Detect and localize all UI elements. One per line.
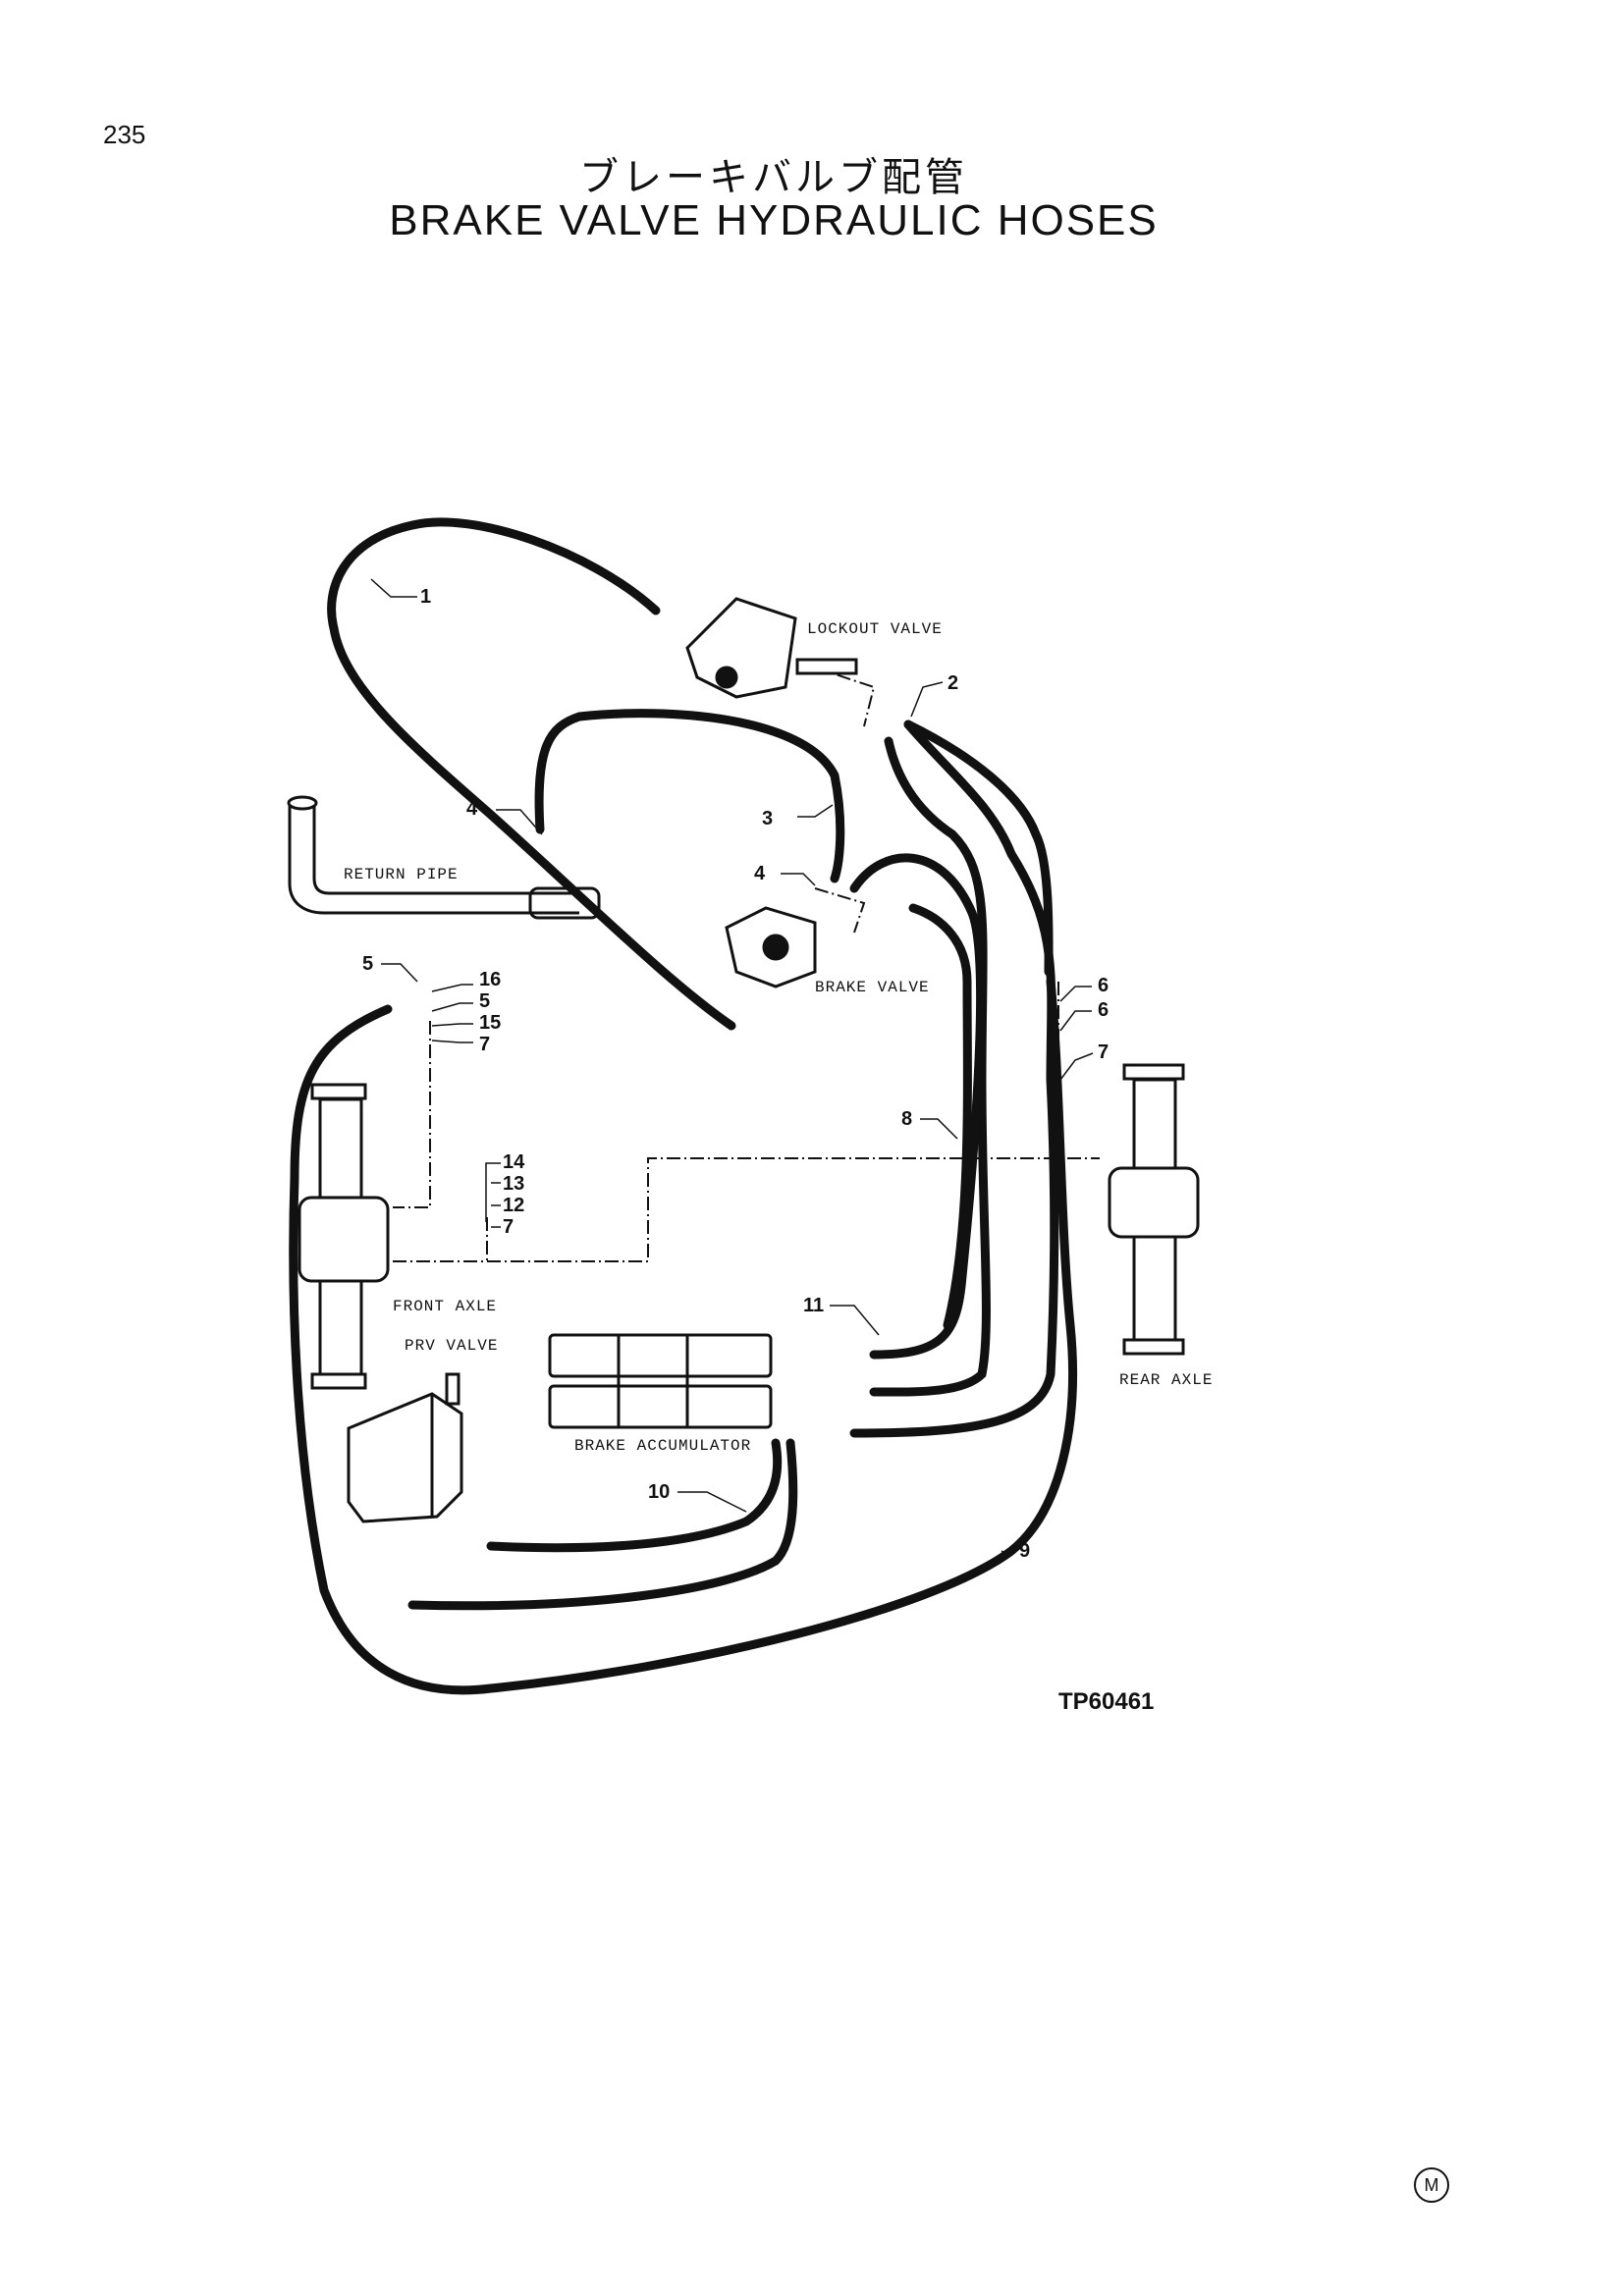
callout-8: 8 bbox=[901, 1108, 912, 1130]
callout-7-upper: 7 bbox=[479, 1034, 490, 1055]
callout-15: 15 bbox=[479, 1012, 501, 1034]
lockout-valve bbox=[685, 597, 858, 699]
callout-1: 1 bbox=[420, 586, 431, 608]
callout-5-right: 5 bbox=[479, 990, 490, 1012]
lockout-valve-label: LOCKOUT VALVE bbox=[807, 620, 943, 638]
callout-6-upper: 6 bbox=[1098, 975, 1109, 996]
line-lockout-branch bbox=[814, 667, 876, 727]
prv-valve-label: PRV VALVE bbox=[405, 1337, 498, 1355]
page-number: 235 bbox=[103, 120, 146, 149]
callout-11: 11 bbox=[803, 1295, 824, 1316]
line-brake-valve-branch bbox=[814, 887, 866, 934]
line-drain-front bbox=[393, 1021, 431, 1208]
hose-2-c bbox=[903, 720, 1054, 977]
callout-3: 3 bbox=[762, 808, 773, 829]
front-axle-label: FRONT AXLE bbox=[393, 1298, 497, 1315]
hose-8 bbox=[849, 853, 986, 1360]
brake-valve bbox=[725, 906, 817, 988]
brake-valve-label: BRAKE VALVE bbox=[815, 979, 930, 996]
callout-7-rear: 7 bbox=[1098, 1041, 1109, 1063]
title-english: BRAKE VALVE HYDRAULIC HOSES bbox=[389, 196, 1159, 244]
brake-accumulator bbox=[548, 1333, 773, 1429]
reference-code: TP60461 bbox=[1058, 1688, 1155, 1715]
prv-valve bbox=[347, 1372, 463, 1523]
callout-14: 14 bbox=[503, 1151, 525, 1173]
callout-12: 12 bbox=[503, 1195, 524, 1216]
callout-7-lower: 7 bbox=[503, 1216, 514, 1238]
rear-axle bbox=[1108, 1063, 1200, 1356]
front-axle bbox=[298, 1083, 390, 1390]
callout-10: 10 bbox=[648, 1481, 670, 1503]
callout-13: 13 bbox=[503, 1173, 524, 1195]
callout-2: 2 bbox=[947, 672, 958, 694]
hose-3 bbox=[534, 709, 845, 883]
hose-1 bbox=[327, 517, 736, 1031]
hose-2-a bbox=[849, 720, 1059, 1438]
hose-9 bbox=[289, 977, 1077, 1695]
callout-16: 16 bbox=[479, 969, 501, 990]
return-pipe-label: RETURN PIPE bbox=[344, 866, 459, 883]
rear-axle-label: REAR AXLE bbox=[1119, 1371, 1213, 1389]
callout-5-left: 5 bbox=[362, 953, 373, 975]
callout-9: 9 bbox=[1019, 1540, 1030, 1562]
title-japanese: ブレーキバルブ配管 bbox=[579, 155, 968, 200]
callout-4-lower: 4 bbox=[754, 863, 766, 884]
callout-4-upper: 4 bbox=[466, 798, 478, 820]
callout-6-lower: 6 bbox=[1098, 999, 1109, 1021]
hose-10-a bbox=[486, 1438, 783, 1553]
manufacturer-mark: M bbox=[1414, 2167, 1449, 2203]
hose-10-b bbox=[407, 1438, 798, 1611]
return-pipe bbox=[287, 795, 601, 920]
brake-accumulator-label: BRAKE ACCUMULATOR bbox=[574, 1437, 751, 1455]
line-front-to-rear bbox=[393, 1157, 1100, 1262]
hose-11-a bbox=[908, 903, 972, 1330]
